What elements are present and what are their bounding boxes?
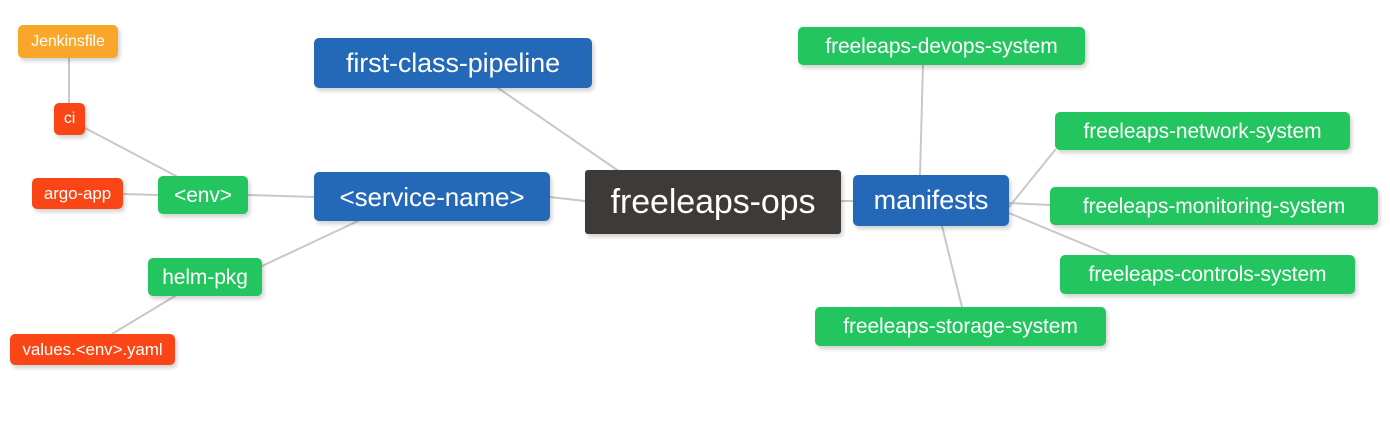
node-freeleaps-ops[interactable]: freeleaps-ops xyxy=(585,170,841,234)
edge-freeleaps-ops-to-first-class-pipeline xyxy=(497,87,621,173)
edge-helm-pkg-to-values-yaml xyxy=(111,295,176,335)
node-env[interactable]: <env> xyxy=(158,176,248,214)
node-freeleaps-controls-system[interactable]: freeleaps-controls-system xyxy=(1060,255,1355,294)
edge-manifests-to-freeleaps-devops-system xyxy=(919,64,924,176)
node-freeleaps-network-system[interactable]: freeleaps-network-system xyxy=(1055,112,1350,150)
edge-freeleaps-ops-to-service-name xyxy=(549,196,586,202)
node-service-name[interactable]: <service-name> xyxy=(314,172,550,221)
edge-service-name-to-helm-pkg xyxy=(261,220,359,267)
edge-service-name-to-env xyxy=(247,194,315,198)
edge-manifests-to-freeleaps-network-system xyxy=(1008,149,1056,208)
node-freeleaps-devops-system[interactable]: freeleaps-devops-system xyxy=(798,27,1085,65)
edge-manifests-to-freeleaps-storage-system xyxy=(941,225,963,308)
node-manifests[interactable]: manifests xyxy=(853,175,1009,226)
node-first-class-pipeline[interactable]: first-class-pipeline xyxy=(314,38,592,88)
node-freeleaps-monitoring-system[interactable]: freeleaps-monitoring-system xyxy=(1050,187,1378,225)
edge-manifests-to-freeleaps-monitoring-system xyxy=(1008,202,1051,206)
node-argo-app[interactable]: argo-app xyxy=(32,178,123,209)
node-jenkinsfile[interactable]: Jenkinsfile xyxy=(18,25,118,58)
edge-env-to-argo-app xyxy=(122,193,159,196)
node-ci[interactable]: ci xyxy=(54,103,85,135)
node-helm-pkg[interactable]: helm-pkg xyxy=(148,258,262,296)
edge-env-to-ci xyxy=(84,127,177,177)
node-freeleaps-storage-system[interactable]: freeleaps-storage-system xyxy=(815,307,1106,346)
node-values-yaml[interactable]: values.<env>.yaml xyxy=(10,334,175,365)
